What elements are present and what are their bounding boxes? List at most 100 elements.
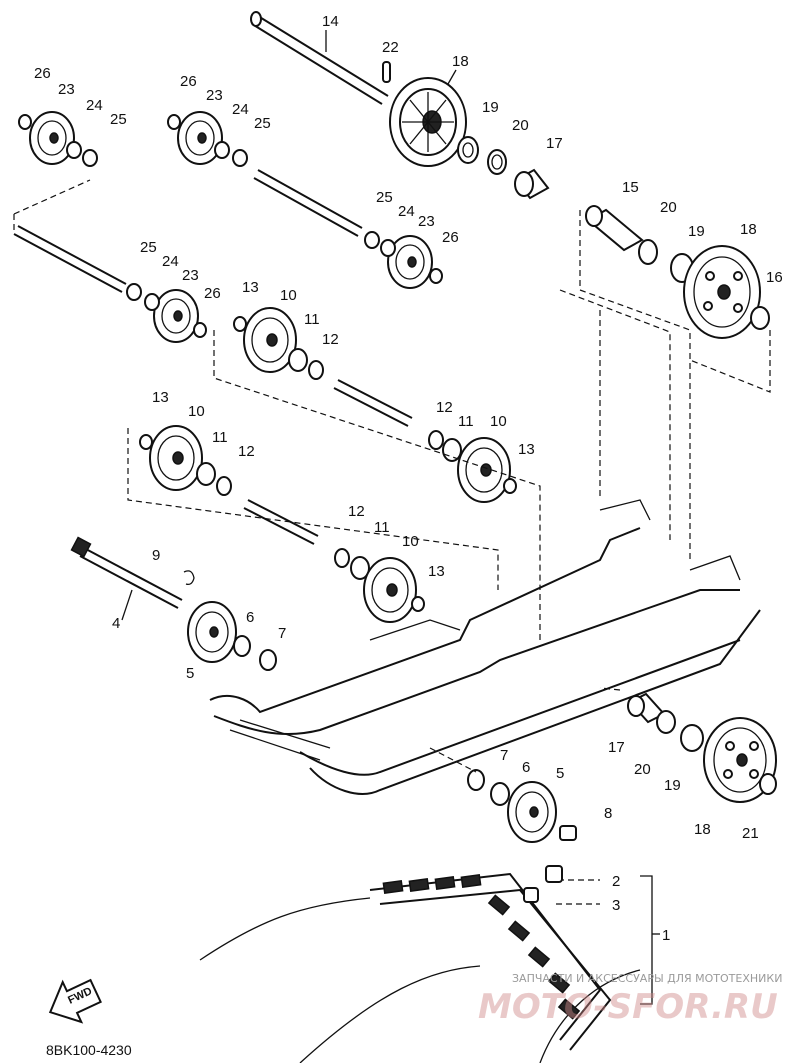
axle-mid	[333, 379, 413, 427]
callout-label: 11	[374, 519, 390, 536]
callout-label: 10	[490, 413, 507, 430]
spacer-16	[750, 306, 770, 330]
cap-13-c	[139, 434, 153, 450]
callout-label: 19	[688, 223, 705, 240]
callout-label: 19	[482, 99, 499, 116]
collar-20-c	[656, 710, 676, 734]
callout-label: 9	[152, 547, 160, 564]
spacer-15	[585, 205, 644, 252]
callout-label: 26	[34, 65, 51, 82]
bearing-24-b	[214, 141, 230, 159]
callout-label: 22	[382, 39, 399, 56]
callout-label: 18	[694, 821, 711, 838]
callout-label: 17	[608, 739, 625, 756]
callout-label: 6	[522, 759, 530, 776]
axle-lower	[243, 499, 319, 545]
callout-label: 23	[206, 87, 223, 104]
callout-label: 18	[452, 53, 469, 70]
watermark-logo: MOTO-SFOR.RU	[478, 987, 778, 1027]
clip-12-c	[216, 476, 232, 496]
collar-20-top	[487, 149, 507, 175]
callout-label: 10	[280, 287, 297, 304]
bearing-11-b	[442, 438, 462, 462]
wheel-5-a	[187, 601, 237, 663]
cleat-3	[523, 887, 539, 903]
callout-label: 7	[500, 747, 508, 764]
callout-label: 25	[376, 189, 393, 206]
wheel-23-b	[177, 111, 223, 165]
clip-25-b	[232, 149, 248, 167]
wheel-23-a	[29, 111, 75, 165]
wheel-23-c	[387, 235, 433, 289]
callout-label: 12	[322, 331, 339, 348]
callout-label: 14	[322, 13, 339, 30]
wheel-18-right	[683, 245, 761, 339]
callouts: 14 22 18 19 20 17 26 23 24 25 26 23 24 2…	[34, 13, 783, 944]
callout-label: 7	[278, 625, 286, 642]
nut-8	[559, 825, 577, 841]
watermark-tagline: ЗАПЧАСТИ И АКСЕССУАРЫ ДЛЯ МОТОТЕХНИКИ	[512, 972, 782, 985]
callout-label: 23	[182, 267, 199, 284]
bracket-1	[640, 875, 653, 1005]
callout-label: 15	[622, 179, 639, 196]
bolt-4	[70, 536, 183, 609]
callout-label: 11	[304, 311, 320, 328]
callout-label: 20	[634, 761, 651, 778]
callout-label: 13	[518, 441, 535, 458]
callout-label: 18	[740, 221, 757, 238]
callout-label: 8	[604, 805, 612, 822]
spacer-17-top	[514, 168, 550, 200]
bearing-11-c	[196, 462, 216, 486]
callout-label: 24	[86, 97, 103, 114]
callout-label: 2	[612, 873, 620, 890]
bearing-19-top	[457, 136, 479, 164]
wheel-5-b	[507, 781, 557, 843]
track-assembly	[199, 865, 641, 1063]
bearing-11-d	[350, 556, 370, 580]
bearing-24-d	[144, 293, 160, 311]
callout-label: 24	[162, 253, 179, 270]
callout-label: 13	[242, 279, 259, 296]
callout-label: 24	[232, 101, 249, 118]
nut-21	[759, 773, 777, 795]
clip-12-b	[428, 430, 444, 450]
bearing-11-a	[288, 348, 308, 372]
bearing-19-c	[680, 724, 704, 752]
wheel-23-d	[153, 289, 199, 343]
callout-label: 21	[742, 825, 759, 842]
cap-26-c	[429, 268, 443, 284]
bearing-6-a	[233, 635, 251, 657]
callout-label: 12	[238, 443, 255, 460]
callout-label: 10	[188, 403, 205, 420]
callout-label: 1	[662, 927, 670, 944]
callout-label: 5	[186, 665, 194, 682]
cap-26-d	[193, 322, 207, 338]
bearing-24-a	[66, 141, 82, 159]
wheel-18-bottom	[703, 717, 777, 803]
callout-label: 12	[348, 503, 365, 520]
callout-label: 6	[246, 609, 254, 626]
callout-label: 5	[556, 765, 564, 782]
cap-13-a	[233, 316, 247, 332]
collar-7-a	[259, 649, 277, 671]
callout-label: 17	[546, 135, 563, 152]
clip-2	[545, 865, 563, 883]
wheel-10-b	[457, 437, 511, 503]
fwd-arrow-icon: FWD	[48, 978, 102, 1024]
callout-label: 26	[180, 73, 197, 90]
cap-13-d	[411, 596, 425, 612]
callout-label: 16	[766, 269, 783, 286]
callout-label: 24	[398, 203, 415, 220]
callout-label: 23	[418, 213, 435, 230]
callout-label: 26	[442, 229, 459, 246]
callout-label: 26	[204, 285, 221, 302]
shaft-14	[250, 11, 389, 105]
diagram-code: 8BK100-4230	[46, 1042, 132, 1058]
callout-label: 13	[152, 389, 169, 406]
bearing-24-c	[380, 239, 396, 257]
clip-25-d	[126, 283, 142, 301]
bearing-6-b	[490, 782, 510, 806]
wheel-10-d	[363, 557, 417, 623]
